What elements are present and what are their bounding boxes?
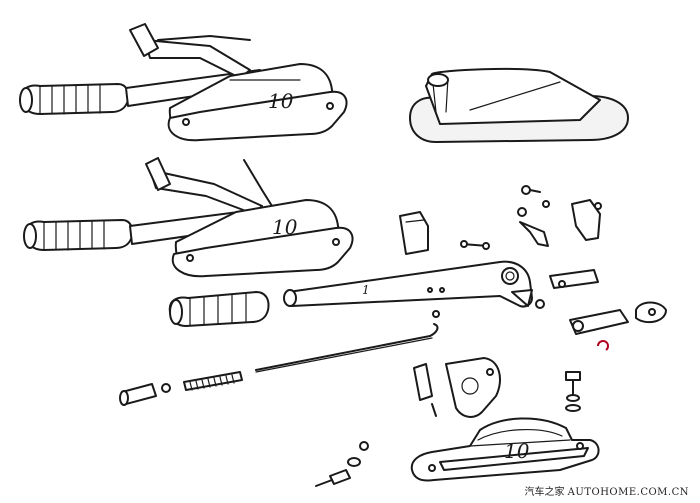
bolt-washer-stack bbox=[565, 371, 581, 412]
grip-top bbox=[20, 83, 130, 115]
base-plate-middle bbox=[171, 226, 354, 278]
fasteners-bottom bbox=[315, 441, 369, 487]
handbrake-assembly-top: 10 bbox=[19, 23, 348, 142]
site-watermark: 汽车之家 AUTOHOME.COM.CN bbox=[521, 482, 692, 499]
small-parts-cluster bbox=[399, 185, 667, 351]
watermark-brand: 汽车之家 bbox=[524, 487, 565, 498]
lever-arm-mark: 1 bbox=[362, 283, 370, 297]
clip-bracket bbox=[399, 211, 429, 255]
rubber-boot bbox=[409, 67, 629, 143]
circlip-red bbox=[597, 340, 609, 351]
long-lever-arm: 1 bbox=[283, 260, 533, 308]
bottom-bracket: 10 bbox=[410, 417, 600, 482]
cable-rod bbox=[119, 310, 440, 406]
base-plate-top bbox=[167, 90, 348, 142]
bracket-plate bbox=[413, 357, 501, 418]
handbrake-assembly-middle: 10 bbox=[23, 157, 354, 278]
assembly-number-middle: 10 bbox=[272, 215, 298, 239]
assembly-number-top: 10 bbox=[268, 89, 294, 113]
grip-middle bbox=[24, 219, 134, 251]
watermark-site: AUTOHOME.COM.CN bbox=[567, 487, 689, 498]
bracket-number: 10 bbox=[504, 439, 530, 463]
loose-grip bbox=[168, 291, 270, 327]
